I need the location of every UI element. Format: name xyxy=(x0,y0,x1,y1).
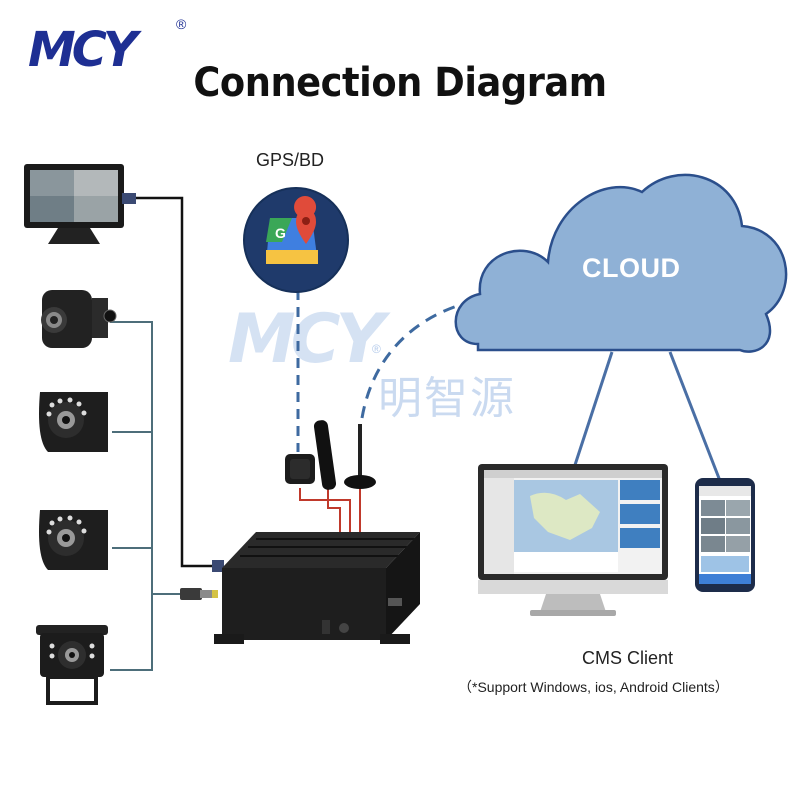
watermark-chinese-text: 明智源 xyxy=(378,374,516,423)
brand-logo: MCY xyxy=(28,22,138,78)
cloud-to-phone-link xyxy=(668,351,724,487)
cloud-label: CLOUD xyxy=(582,253,681,283)
gps-label: GPS/BD xyxy=(256,150,325,170)
camera-bus-cable xyxy=(110,321,153,671)
side-camera-1-icon xyxy=(39,392,108,452)
4g-antenna-cable xyxy=(327,488,341,535)
watermark-logo: MCY xyxy=(228,300,385,379)
watermark-registered-mark: ® xyxy=(372,342,381,356)
mobile-dvr-icon xyxy=(214,532,420,644)
support-note: （*Support Windows, ios, Android Clients） xyxy=(458,679,729,695)
svg-text:G: G xyxy=(275,225,286,241)
smartphone-icon xyxy=(695,478,755,592)
gps-antenna-cable xyxy=(299,488,351,535)
cable-lines xyxy=(110,196,724,671)
monitor-connector-icon xyxy=(212,560,224,572)
cloud-dashed-link xyxy=(360,300,471,419)
cloud-to-pc-link xyxy=(572,351,614,469)
camera-connector-icon xyxy=(180,588,218,600)
cloud-icon xyxy=(454,173,788,353)
4g-antenna-icon xyxy=(313,420,337,490)
fisheye-camera-icon xyxy=(41,290,117,348)
side-camera-2-icon xyxy=(39,510,108,570)
monitor-icon xyxy=(24,164,136,244)
monitor-cable xyxy=(135,196,222,568)
desktop-monitor-icon xyxy=(478,464,668,616)
wifi-antenna-icon xyxy=(344,424,376,489)
logo-text: MCY xyxy=(28,22,138,78)
gps-map-icon: G xyxy=(243,187,349,293)
cms-client-label: CMS Client xyxy=(582,648,674,668)
gps-antenna-icon xyxy=(285,454,315,484)
page-title: Connection Diagram xyxy=(193,60,607,106)
rear-camera-icon xyxy=(36,625,108,705)
registered-mark: ® xyxy=(176,16,187,32)
